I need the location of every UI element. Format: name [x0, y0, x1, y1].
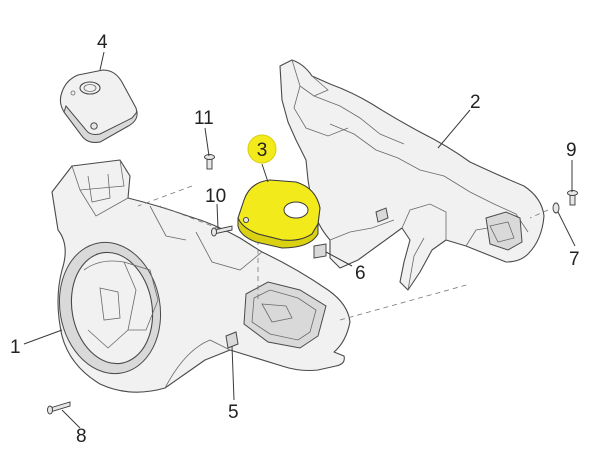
callout-6: 6: [355, 263, 366, 284]
callout-5: 5: [228, 402, 239, 423]
screw-10[interactable]: [211, 225, 233, 237]
part-2-front-handlebar-cover[interactable]: [279, 59, 545, 291]
screw-8[interactable]: [47, 401, 71, 415]
washer-7[interactable]: [552, 202, 560, 214]
screw-11[interactable]: [204, 154, 215, 170]
callout-11: 11: [194, 108, 214, 129]
screw-9[interactable]: [567, 190, 578, 206]
part-1-rear-handlebar-cover[interactable]: [49, 159, 351, 393]
leader-lines: [23, 51, 576, 429]
callout-10: 10: [205, 186, 226, 207]
callout-4: 4: [97, 32, 108, 53]
callout-7: 7: [569, 249, 580, 270]
assembly-lines: [137, 185, 549, 321]
clip-6[interactable]: [313, 243, 327, 259]
callout-9: 9: [566, 140, 577, 161]
part-4-switch-cover[interactable]: [59, 69, 138, 143]
part-3-highlighted-cover[interactable]: [237, 179, 321, 249]
callout-2: 2: [470, 92, 481, 113]
callout-8: 8: [76, 426, 87, 447]
callout-3: 3: [257, 140, 268, 161]
callout-labels: 4 2 11 10 9 7 6 5 8 1: [10, 32, 580, 447]
callout-1: 1: [10, 337, 21, 358]
callout-3-badge: 3: [247, 134, 277, 164]
